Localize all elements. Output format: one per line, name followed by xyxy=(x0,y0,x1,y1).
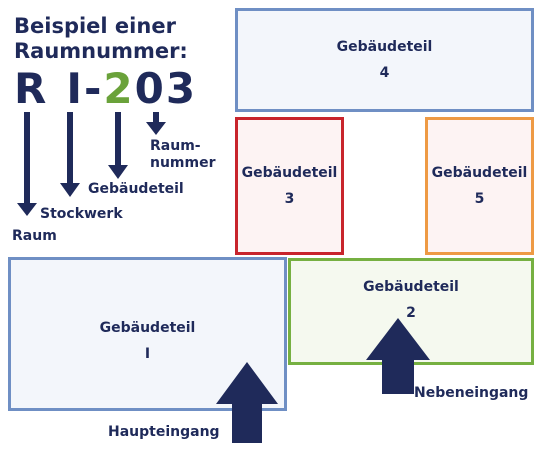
building-part-1-name: Gebäudeteil xyxy=(99,320,196,336)
main-entrance-label: Haupteingang xyxy=(108,424,220,440)
side-entrance-arrow-icon xyxy=(366,318,430,394)
label-floor: Stockwerk xyxy=(40,206,123,222)
building-part-4-number: 4 xyxy=(379,65,390,81)
diagram-title: Beispiel einer Raumnummer: xyxy=(14,14,234,64)
arrow-room-number-icon xyxy=(146,112,166,135)
main-entrance-arrow-icon xyxy=(216,362,278,443)
title-line-2: Raumnummer: xyxy=(14,39,188,63)
building-part-2-number: 2 xyxy=(406,305,416,321)
building-part-3-name: Gebäudeteil xyxy=(241,165,338,181)
building-part-1-number: I xyxy=(144,346,151,362)
building-part-3: Gebäudeteil 3 xyxy=(235,117,344,255)
side-entrance-label: Nebeneingang xyxy=(414,385,529,401)
building-part-3-number: 3 xyxy=(284,191,295,207)
code-room-number: 03 xyxy=(134,64,198,113)
label-building-part: Gebäudeteil xyxy=(88,181,184,197)
label-room: Raum xyxy=(12,228,57,244)
title-line-1: Beispiel einer xyxy=(14,14,176,38)
building-part-2-name: Gebäudeteil xyxy=(363,279,459,295)
building-part-5-name: Gebäudeteil xyxy=(431,165,528,181)
code-room-letter: R xyxy=(14,64,49,113)
building-part-5: Gebäudeteil 5 xyxy=(425,117,534,255)
arrow-room-icon xyxy=(17,112,37,216)
code-floor: I xyxy=(66,64,84,113)
label-room-number: Raum-nummer xyxy=(150,138,216,171)
building-part-5-number: 5 xyxy=(474,191,485,207)
code-building-part: 2 xyxy=(103,64,135,113)
code-dash: - xyxy=(83,64,104,113)
arrow-building-part-icon xyxy=(108,112,128,179)
building-part-4-name: Gebäudeteil xyxy=(336,39,433,55)
building-part-4: Gebäudeteil 4 xyxy=(235,8,534,112)
arrow-floor-icon xyxy=(60,112,80,197)
